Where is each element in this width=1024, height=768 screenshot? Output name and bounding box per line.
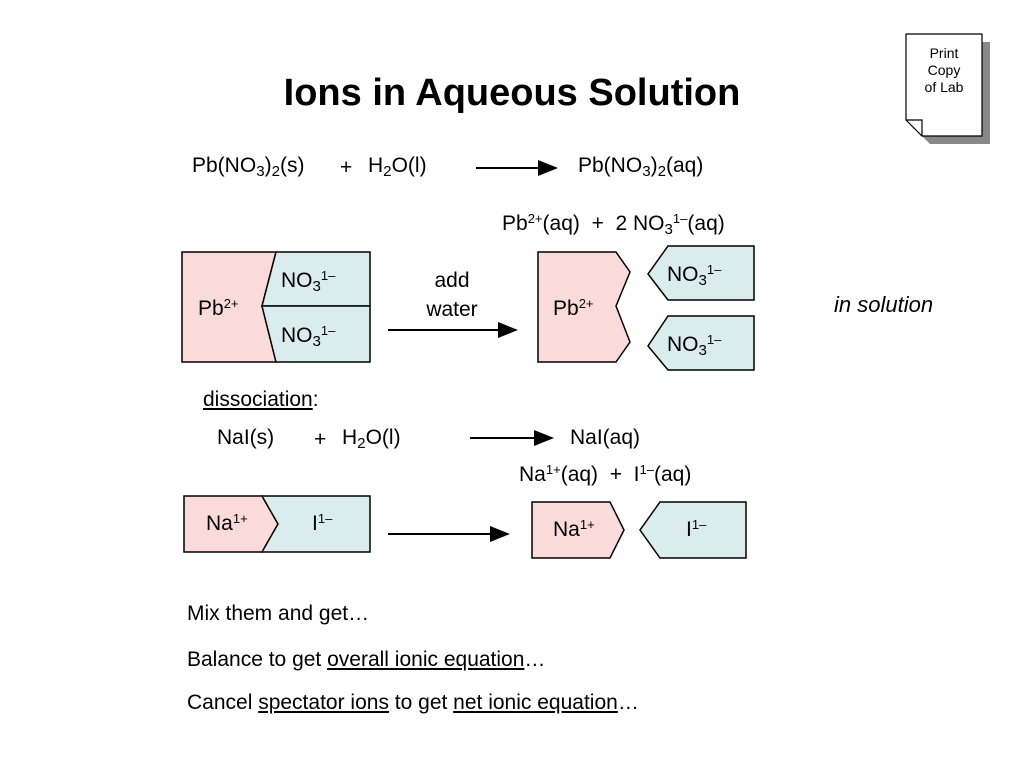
print-note-line2: Copy <box>927 62 961 78</box>
no3-anion-block-bottom <box>261 305 371 363</box>
dissociation-heading: dissociation: <box>203 388 319 411</box>
eq2-ions: Na1+(aq) + I1–(aq) <box>519 461 692 486</box>
print-copy-note-icon[interactable] <box>905 33 990 144</box>
balance-line: Balance to get overall ionic equation… <box>187 648 546 671</box>
eq1-ions: Pb2+(aq) + 2 NO31–(aq) <box>502 210 725 239</box>
print-note-line1: Print <box>929 45 959 61</box>
eq1-water: H2O(l) <box>368 154 427 181</box>
eq2-plus: + <box>314 428 327 451</box>
print-copy-note[interactable]: Print Copy of Lab <box>906 45 982 96</box>
eq1-product: Pb(NO3)2(aq) <box>578 154 704 181</box>
pb-cation-separated <box>537 251 631 363</box>
no3-label-left-top: NO31– <box>281 267 336 296</box>
eq1-reactant: Pb(NO3)2(s) <box>192 154 305 181</box>
i-anion-separated <box>639 501 747 559</box>
i-label-left: I1– <box>312 510 333 535</box>
i-anion-block <box>260 495 371 553</box>
no3-label-left-bottom: NO31– <box>281 322 336 351</box>
no3-anion-separated-top <box>647 245 755 301</box>
na-cation-separated <box>531 501 625 559</box>
no3-label-right-bottom: NO31– <box>667 331 722 360</box>
eq2-water: H2O(l) <box>342 426 401 453</box>
eq2-product: NaI(aq) <box>570 426 641 449</box>
pb-label-right: Pb2+ <box>553 295 594 320</box>
no3-anion-separated-bottom <box>647 315 755 371</box>
in-solution-label: in solution <box>834 292 934 317</box>
pb-label-left: Pb2+ <box>198 295 239 320</box>
i-label-right: I1– <box>686 516 707 541</box>
no3-label-right-top: NO31– <box>667 261 722 290</box>
print-note-line3: of Lab <box>924 79 964 95</box>
cancel-line: Cancel spectator ions to get net ionic e… <box>187 691 639 714</box>
spectator-ions-term: spectator ions <box>258 691 389 714</box>
eq2-reactant: NaI(s) <box>217 426 275 449</box>
eq1-plus: + <box>340 156 353 179</box>
add-water-label: add water <box>426 269 478 321</box>
page-title: Ions in Aqueous Solution <box>283 72 741 114</box>
na-label-left: Na1+ <box>206 510 248 535</box>
net-ionic-equation-term: net ionic equation <box>453 691 618 714</box>
mix-them-line: Mix them and get… <box>187 602 370 625</box>
overall-ionic-equation-term: overall ionic equation <box>327 648 525 671</box>
na-label-right: Na1+ <box>553 516 595 541</box>
